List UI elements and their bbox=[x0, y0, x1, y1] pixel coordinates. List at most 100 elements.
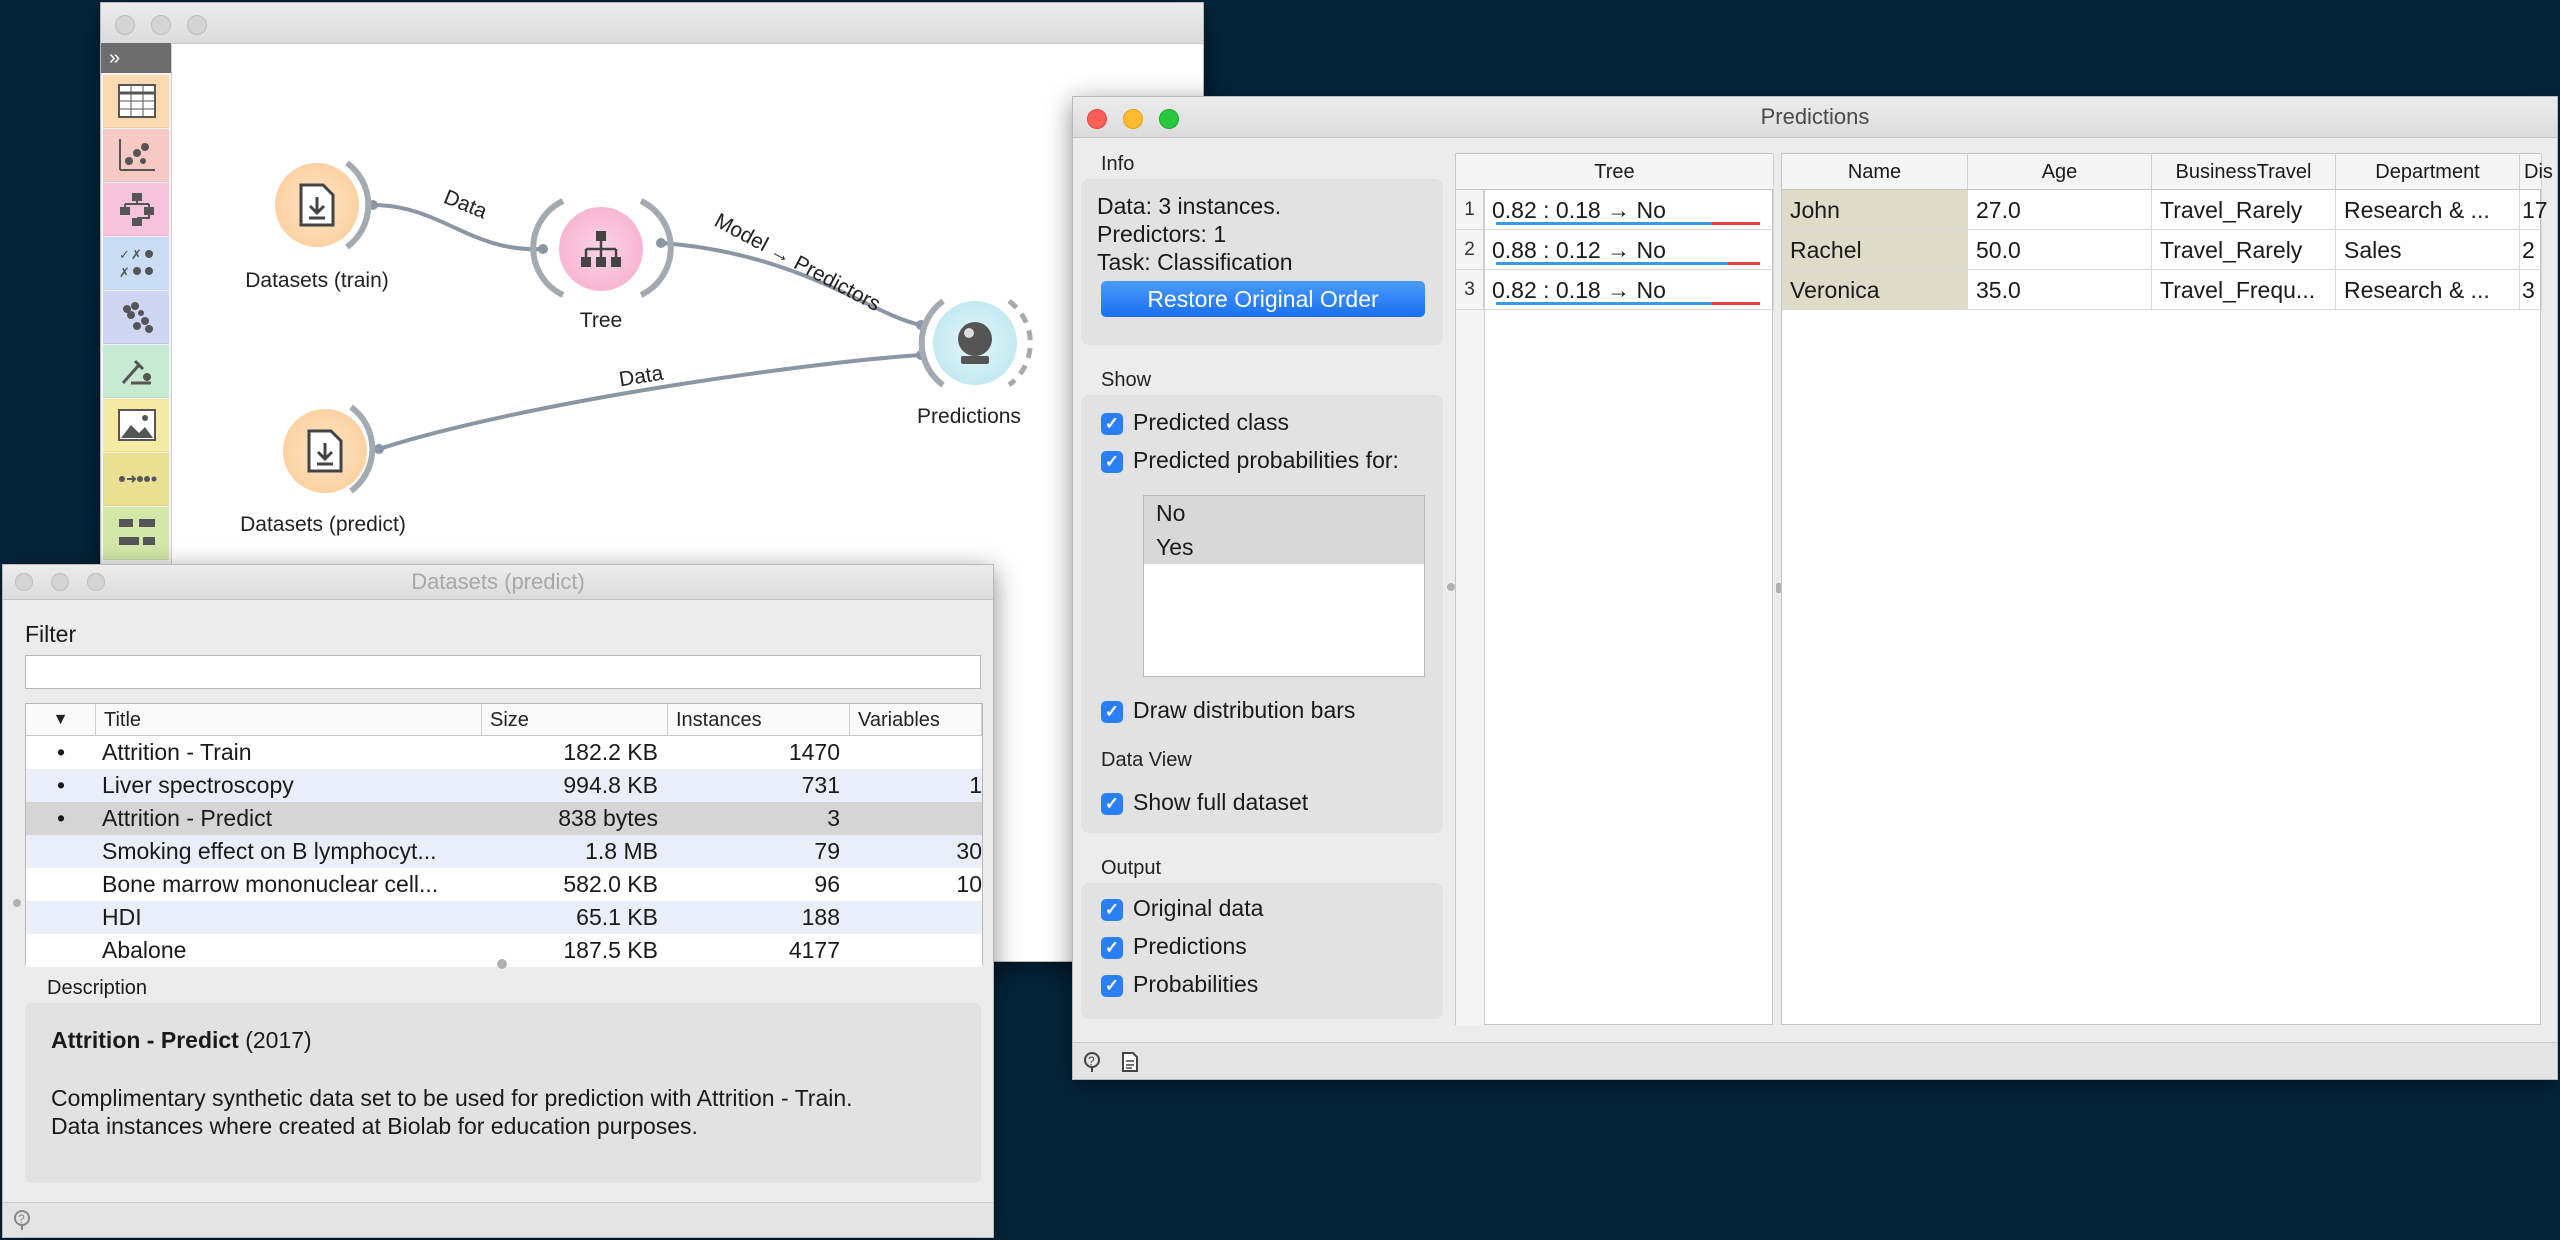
help-icon[interactable]: ? bbox=[13, 1209, 31, 1231]
cell-businesstravel[interactable]: Travel_Rarely bbox=[2152, 190, 2336, 230]
column-header-businesstravel[interactable]: BusinessTravel bbox=[2152, 154, 2336, 190]
draw-bars-checkbox[interactable]: ✓ bbox=[1101, 701, 1123, 723]
cell-age[interactable]: 27.0 bbox=[1968, 190, 2152, 230]
predictions-output-checkbox[interactable]: ✓ bbox=[1101, 937, 1123, 959]
category-data[interactable] bbox=[103, 75, 169, 128]
dataset-title: Smoking effect on B lymphocyt... bbox=[102, 838, 437, 864]
category-timeseries[interactable] bbox=[103, 453, 169, 506]
help-icon[interactable]: ? bbox=[1083, 1051, 1101, 1073]
crystal-ball-icon bbox=[958, 322, 992, 364]
predicted-probabilities-checkbox[interactable]: ✓ bbox=[1101, 451, 1123, 473]
splitter-handle[interactable] bbox=[1447, 583, 1455, 591]
filter-input[interactable] bbox=[25, 655, 981, 689]
column-header-size[interactable]: Size bbox=[482, 704, 668, 736]
category-visualize[interactable] bbox=[103, 129, 169, 182]
column-header-age[interactable]: Age bbox=[1968, 154, 2152, 190]
dataset-variables: 10 bbox=[956, 871, 982, 897]
link-predict-predictions[interactable] bbox=[378, 353, 922, 451]
tree-prediction-cell[interactable]: 0.88 : 0.12 → No bbox=[1484, 230, 1774, 270]
cell-name[interactable]: John bbox=[1782, 190, 1968, 230]
cell-department[interactable]: Sales bbox=[2336, 230, 2520, 270]
category-evaluate[interactable]: ✓✗✗ bbox=[103, 237, 169, 290]
dataset-variables: 1 bbox=[969, 772, 982, 798]
dataset-row[interactable]: • Liver spectroscopy 994.8 KB 731 1 bbox=[26, 769, 982, 802]
description-text-line2: Data instances where created at Biolab f… bbox=[51, 1113, 698, 1139]
minimize-button[interactable] bbox=[51, 573, 69, 591]
original-data-checkbox[interactable]: ✓ bbox=[1101, 899, 1123, 921]
link-tree-predictions[interactable] bbox=[660, 241, 922, 327]
predictions-node[interactable] bbox=[923, 291, 1027, 395]
dataset-variables bbox=[850, 934, 982, 967]
cell-name[interactable]: Veronica bbox=[1782, 270, 1968, 310]
column-header-name[interactable]: Name bbox=[1782, 154, 1968, 190]
class-item-no[interactable]: No bbox=[1144, 496, 1424, 530]
restore-order-button[interactable]: Restore Original Order bbox=[1101, 281, 1425, 317]
cell-age[interactable]: 50.0 bbox=[1968, 230, 2152, 270]
column-header-instances[interactable]: Instances bbox=[668, 704, 850, 736]
cell-distance[interactable]: 2 bbox=[2520, 230, 2542, 270]
minimize-button[interactable] bbox=[1123, 109, 1143, 129]
info-data: Data: 3 instances. bbox=[1097, 193, 1282, 219]
sort-indicator-icon[interactable]: ▼ bbox=[26, 704, 96, 736]
show-full-dataset-checkbox[interactable]: ✓ bbox=[1101, 793, 1123, 815]
cell-distance[interactable]: 3 bbox=[2520, 270, 2542, 310]
zoom-button[interactable] bbox=[87, 573, 105, 591]
datasets-train-node[interactable] bbox=[265, 153, 369, 257]
description-box: Attrition - Predict (2017) Complimentary… bbox=[25, 1003, 981, 1183]
class-list[interactable]: No Yes bbox=[1143, 495, 1425, 677]
category-unsupervised[interactable] bbox=[103, 291, 169, 344]
svg-text:?: ? bbox=[1088, 1054, 1095, 1068]
tree-node[interactable] bbox=[549, 197, 653, 301]
cell-distance[interactable]: 17 bbox=[2520, 190, 2548, 230]
predicted-class-checkbox[interactable]: ✓ bbox=[1101, 413, 1123, 435]
link-train-tree[interactable] bbox=[372, 203, 544, 252]
datasets-train-label: Datasets (train) bbox=[245, 269, 389, 292]
category-network[interactable] bbox=[103, 507, 169, 560]
close-button[interactable] bbox=[115, 15, 135, 35]
dataset-title: Attrition - Train bbox=[102, 739, 252, 765]
window-title: Datasets (predict) bbox=[411, 569, 585, 594]
list-splitter-handle[interactable] bbox=[497, 959, 507, 969]
column-header-title[interactable]: Title bbox=[96, 704, 482, 736]
cell-name[interactable]: Rachel bbox=[1782, 230, 1968, 270]
tree-prediction-cell[interactable]: 0.82 : 0.18 → No bbox=[1484, 270, 1774, 310]
column-header-department[interactable]: Department bbox=[2336, 154, 2520, 190]
category-model[interactable] bbox=[103, 183, 169, 236]
cell-department[interactable]: Research & ... bbox=[2336, 190, 2520, 230]
dataset-row[interactable]: • Attrition - Train 182.2 KB 1470 bbox=[26, 736, 982, 769]
side-splitter-handle[interactable] bbox=[13, 899, 21, 907]
tree-prediction-cell[interactable]: 0.82 : 0.18 → No bbox=[1484, 190, 1774, 230]
description-title: Attrition - Predict bbox=[51, 1027, 239, 1053]
minimize-button[interactable] bbox=[151, 15, 171, 35]
info-task: Task: Classification bbox=[1097, 249, 1293, 275]
dataset-title: Bone marrow mononuclear cell... bbox=[102, 871, 439, 897]
dataset-row-selected[interactable]: • Attrition - Predict 838 bytes 3 bbox=[26, 802, 982, 835]
predictions-output-label: Predictions bbox=[1133, 933, 1247, 959]
close-button[interactable] bbox=[1087, 109, 1107, 129]
cell-businesstravel[interactable]: Travel_Rarely bbox=[2152, 230, 2336, 270]
report-icon[interactable] bbox=[1121, 1051, 1139, 1073]
close-button[interactable] bbox=[15, 573, 33, 591]
toolbox-expand-button[interactable]: » bbox=[101, 43, 171, 73]
column-header-distance[interactable]: Dis bbox=[2520, 154, 2553, 190]
column-header-variables[interactable]: Variables bbox=[850, 704, 982, 736]
shovel-icon bbox=[121, 359, 151, 385]
dataset-row[interactable]: Bone marrow mononuclear cell... 582.0 KB… bbox=[26, 868, 982, 901]
tree-column-header[interactable]: Tree bbox=[1456, 154, 1774, 190]
cell-age[interactable]: 35.0 bbox=[1968, 270, 2152, 310]
cell-businesstravel[interactable]: Travel_Frequ... bbox=[2152, 270, 2336, 310]
dataset-row[interactable]: Smoking effect on B lymphocyt... 1.8 MB … bbox=[26, 835, 982, 868]
dataset-size: 65.1 KB bbox=[576, 904, 658, 930]
local-indicator bbox=[26, 868, 96, 901]
zoom-button[interactable] bbox=[1159, 109, 1179, 129]
probabilities-checkbox[interactable]: ✓ bbox=[1101, 975, 1123, 997]
zoom-button[interactable] bbox=[187, 15, 207, 35]
datasets-list: ▼ Title Size Instances Variables • Attri… bbox=[25, 703, 983, 967]
dataset-row[interactable]: HDI 65.1 KB 188 bbox=[26, 901, 982, 934]
category-text[interactable] bbox=[103, 345, 169, 398]
class-item-yes[interactable]: Yes bbox=[1144, 530, 1424, 564]
table-splitter-handle[interactable] bbox=[1776, 583, 1782, 593]
category-image[interactable] bbox=[103, 399, 169, 452]
cell-department[interactable]: Research & ... bbox=[2336, 270, 2520, 310]
datasets-predict-node[interactable] bbox=[273, 399, 377, 503]
